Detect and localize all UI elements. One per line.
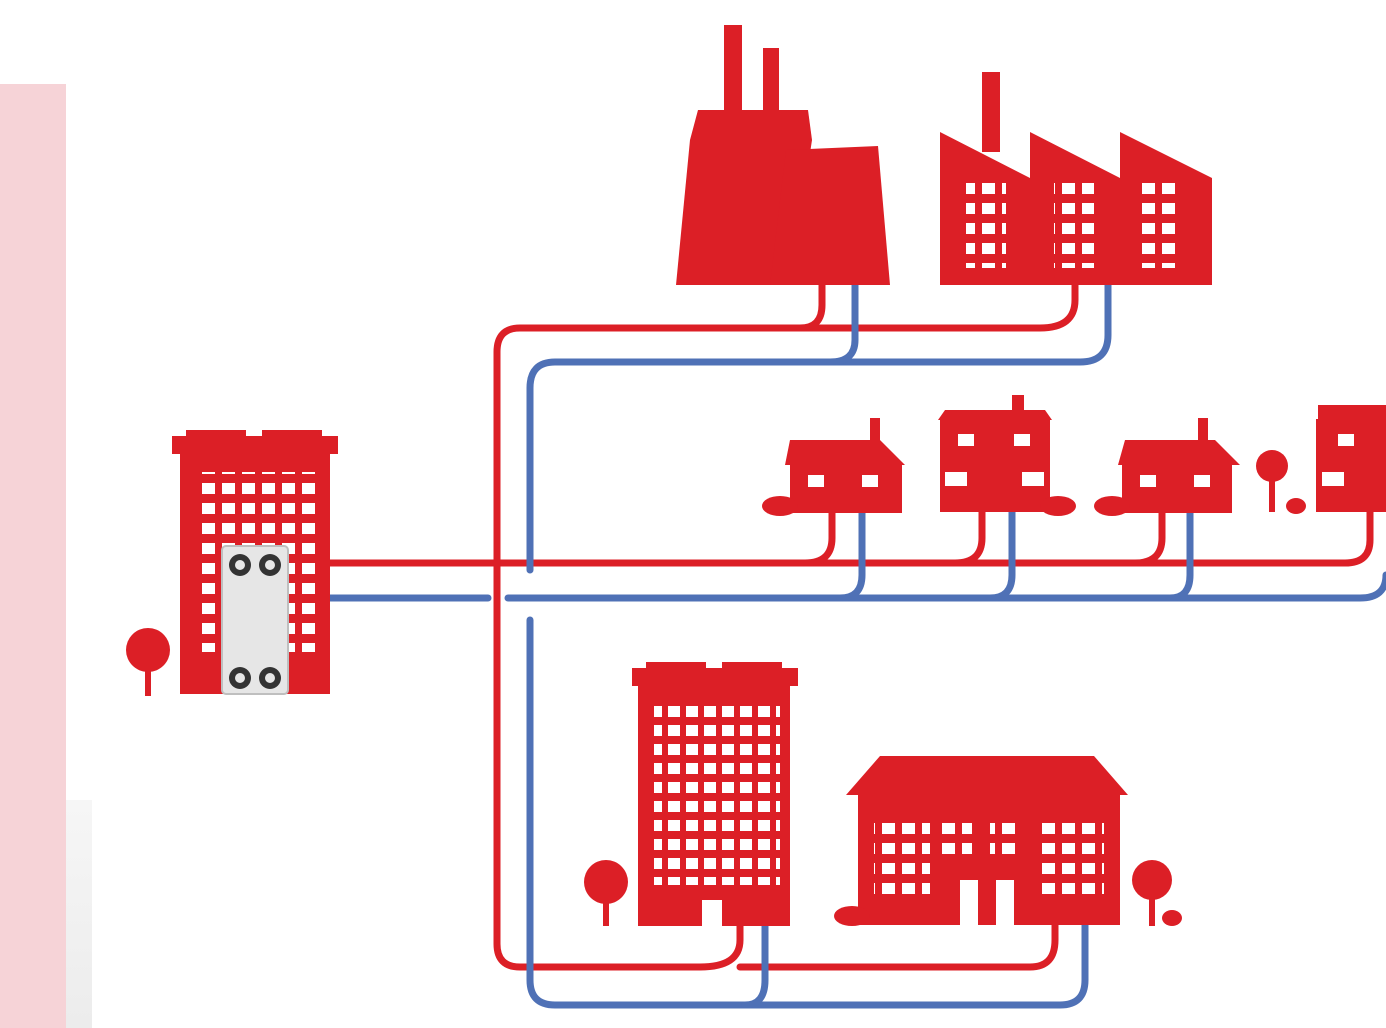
supply-pipes bbox=[326, 276, 1374, 971]
plate-heat-exchanger-icon bbox=[221, 545, 289, 695]
house-row-icon bbox=[762, 395, 1386, 516]
side-panel bbox=[0, 84, 66, 1028]
apartment-tower-icon bbox=[632, 662, 798, 926]
apartment-block-with-plate-heat-exchanger-icon bbox=[172, 430, 338, 695]
return-pipes bbox=[326, 281, 1386, 1009]
tree-icon bbox=[126, 628, 170, 696]
tree-icon bbox=[1132, 860, 1182, 926]
house-icon bbox=[1094, 418, 1240, 516]
factory-icon bbox=[940, 72, 1212, 285]
house-icon bbox=[762, 418, 905, 516]
tree-icon bbox=[584, 860, 628, 926]
public-building-icon bbox=[834, 756, 1128, 926]
power-plant-with-cooling-tower-icon bbox=[676, 25, 890, 285]
tree-icon bbox=[1256, 450, 1306, 514]
house-icon bbox=[1316, 405, 1386, 512]
house-icon bbox=[938, 395, 1076, 516]
panel-shadow bbox=[66, 800, 92, 1028]
